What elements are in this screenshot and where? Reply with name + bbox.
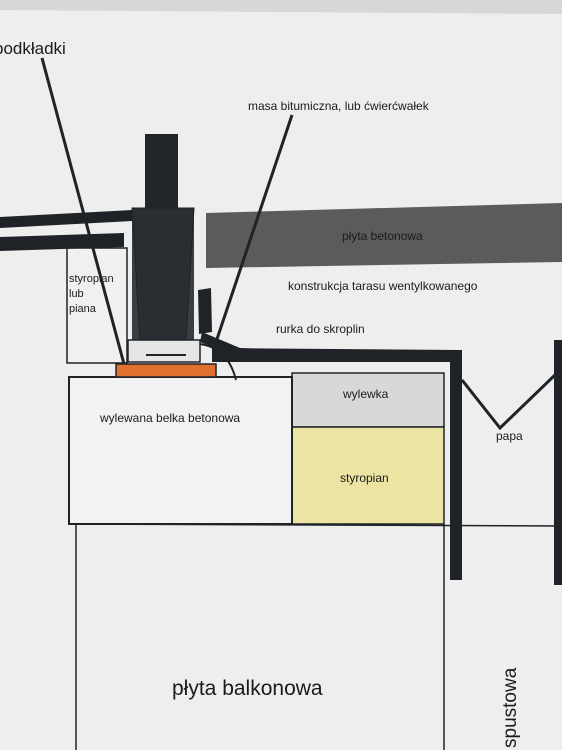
- poured-concrete-beam: [68, 376, 293, 525]
- label-styropian-lub-piana-1: styropian: [69, 273, 114, 285]
- frame-profile-glass: [131, 207, 195, 341]
- label-rurka: rurka do skroplin: [276, 322, 365, 336]
- screen-edge-shade: [0, 0, 562, 14]
- label-plyta-betonowa: płyta betonowa: [342, 229, 423, 243]
- concrete-slab-plate: [206, 203, 562, 268]
- drain-pipe-edge: [554, 340, 562, 585]
- label-spustowa: spustowa: [500, 667, 521, 748]
- leader-podkladki: [40, 57, 126, 365]
- label-wylewka: wylewka: [342, 387, 389, 401]
- label-styropian-lub-piana-2: lub: [69, 288, 84, 300]
- label-masa-bitumiczna: masa bitumiczna, lub ćwierćwałek: [248, 99, 430, 113]
- papa-membrane-line: [460, 373, 557, 431]
- leader-masa: [212, 114, 294, 349]
- orange-pad: [115, 363, 217, 378]
- label-papa: papa: [496, 429, 523, 443]
- frame-profile-sill: [127, 339, 201, 363]
- label-podkladki: podkładki: [0, 39, 66, 58]
- screed-block: [291, 372, 445, 428]
- label-wylewana-belka: wylewana belka betonowa: [99, 411, 240, 425]
- flashing-piece: [198, 288, 212, 334]
- label-plyta-balkonowa: płyta balkonowa: [172, 677, 323, 700]
- sill-bar-upper: [0, 210, 132, 228]
- label-styropian: styropian: [340, 471, 389, 485]
- label-styropian-lub-piana-3: piana: [69, 303, 97, 315]
- label-konstrukcja: konstrukcja tarasu wentylkowanego: [288, 279, 478, 293]
- balcony-slab-top-line: [68, 523, 562, 527]
